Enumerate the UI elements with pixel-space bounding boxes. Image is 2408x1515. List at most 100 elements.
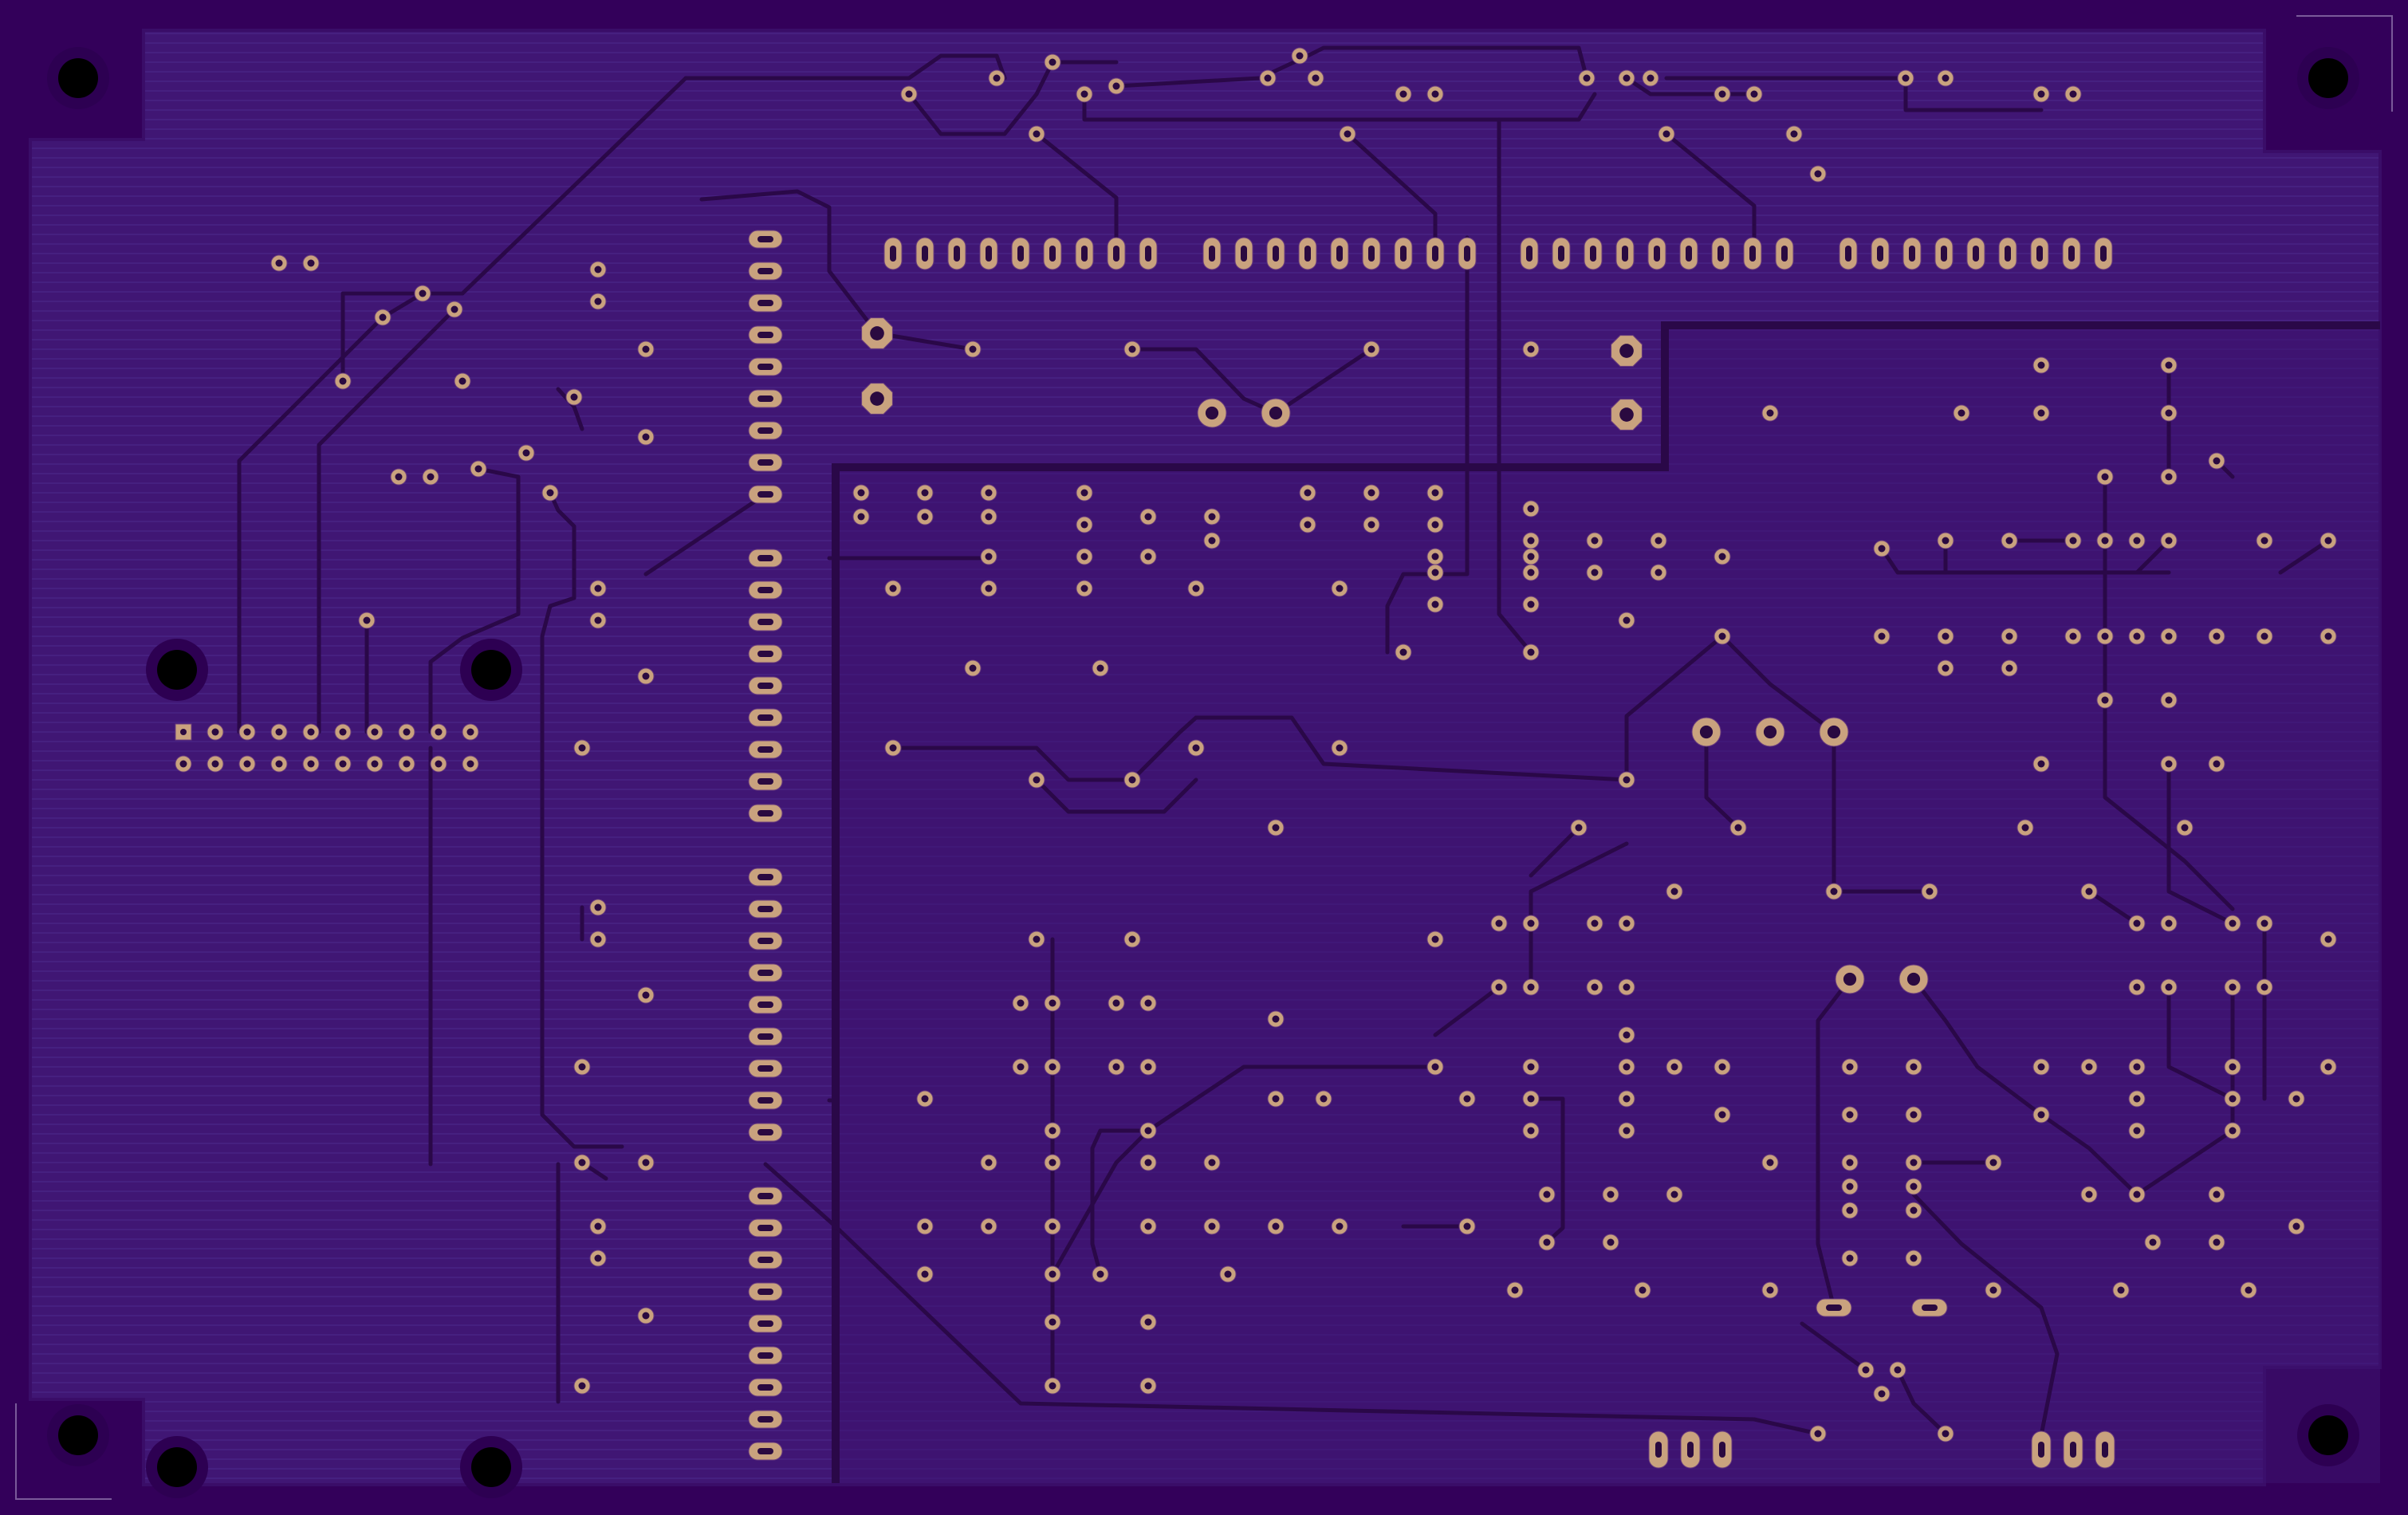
via-hole	[522, 449, 530, 457]
mounting-hole	[471, 650, 511, 690]
via-hole	[1224, 1270, 1232, 1278]
via-hole	[1766, 409, 1774, 417]
via-hole	[1942, 1430, 1950, 1438]
via-hole	[2292, 1095, 2300, 1103]
copper-trace	[1704, 730, 1741, 830]
via-hole	[1623, 1031, 1631, 1039]
via-hole	[2213, 1238, 2221, 1246]
via-hole	[1910, 1111, 1918, 1119]
via-hole	[642, 433, 650, 441]
via-hole	[1623, 776, 1631, 784]
via-hole	[395, 473, 403, 481]
square-pad-hole	[180, 729, 187, 735]
via-hole	[2117, 1286, 2125, 1294]
via-hole	[1846, 1254, 1854, 1262]
octagon-hole	[870, 392, 884, 406]
oval-slot	[757, 938, 773, 944]
via-hole	[307, 760, 315, 768]
via-hole	[2101, 537, 2109, 545]
via-hole	[435, 760, 443, 768]
via-hole	[985, 489, 993, 497]
via-hole	[2005, 664, 2013, 672]
oval-slot	[1826, 1304, 1842, 1311]
copper-trace	[1433, 985, 1501, 1037]
via-hole	[2165, 409, 2173, 417]
copper-trace	[875, 331, 975, 352]
copper-trace	[1895, 1367, 1948, 1436]
via-hole	[594, 903, 602, 911]
via-hole	[1431, 935, 1439, 943]
oval-slot	[757, 746, 773, 753]
via-hole	[2069, 537, 2077, 545]
via-hole	[1878, 545, 1886, 553]
via-hole	[1814, 1430, 1822, 1438]
oval-slot	[757, 1352, 773, 1359]
via-hole	[1431, 553, 1439, 561]
oval-slot	[922, 246, 928, 262]
through-hole	[1827, 725, 1841, 739]
via-hole	[1942, 74, 1950, 82]
via-hole	[1718, 1111, 1726, 1119]
oval-slot	[1526, 246, 1533, 262]
octagon-hole	[1619, 407, 1634, 422]
via-hole	[2229, 983, 2237, 991]
via-hole	[1272, 824, 1280, 832]
oval-slot	[1941, 246, 1947, 262]
via-hole	[1670, 887, 1678, 895]
via-hole	[1862, 1366, 1870, 1374]
via-hole	[1017, 999, 1025, 1007]
mounting-hole	[58, 58, 98, 98]
via-hole	[1647, 74, 1655, 82]
via-hole	[905, 90, 913, 98]
oval-slot	[757, 587, 773, 593]
via-hole	[363, 616, 371, 624]
via-hole	[1846, 1182, 1854, 1190]
via-hole	[466, 728, 474, 736]
via-hole	[1336, 1222, 1344, 1230]
oval-slot	[757, 714, 773, 721]
via-hole	[1080, 553, 1088, 561]
oval-slot	[757, 619, 773, 625]
oval-slot	[757, 268, 773, 274]
via-hole	[1049, 58, 1056, 66]
oval-slot	[1686, 246, 1692, 262]
via-hole	[1670, 1063, 1678, 1071]
oval-slot	[1687, 1442, 1694, 1458]
via-hole	[642, 1312, 650, 1320]
via-hole	[1080, 90, 1088, 98]
via-hole	[1607, 1238, 1615, 1246]
oval-slot	[757, 1097, 773, 1104]
via-hole	[2069, 90, 2077, 98]
via-hole	[1623, 1095, 1631, 1103]
via-hole	[857, 489, 865, 497]
oval-slot	[1400, 246, 1407, 262]
via-hole	[594, 266, 602, 273]
copper-trace	[237, 291, 425, 734]
via-hole	[921, 1270, 929, 1278]
via-hole	[1718, 632, 1726, 640]
via-hole	[2133, 1190, 2141, 1198]
via-hole	[339, 760, 347, 768]
via-hole	[1272, 1095, 1280, 1103]
copper-trace	[1497, 117, 1533, 655]
via-hole	[1527, 1095, 1535, 1103]
via-hole	[1463, 1222, 1471, 1230]
via-hole	[1296, 52, 1304, 60]
via-hole	[1942, 664, 1950, 672]
via-hole	[546, 489, 554, 497]
through-hole	[1205, 406, 1219, 420]
oval-slot	[1622, 246, 1628, 262]
via-hole	[594, 297, 602, 305]
oval-slot	[757, 651, 773, 657]
copper-trace	[1529, 841, 1629, 990]
via-hole	[1144, 1318, 1152, 1326]
via-hole	[1527, 919, 1535, 927]
octagon-hole	[870, 326, 884, 340]
via-hole	[1718, 553, 1726, 561]
oval-slot	[1368, 246, 1375, 262]
via-hole	[1718, 1063, 1726, 1071]
via-hole	[857, 513, 865, 521]
copper-trace	[460, 76, 688, 296]
via-hole	[1367, 345, 1375, 353]
